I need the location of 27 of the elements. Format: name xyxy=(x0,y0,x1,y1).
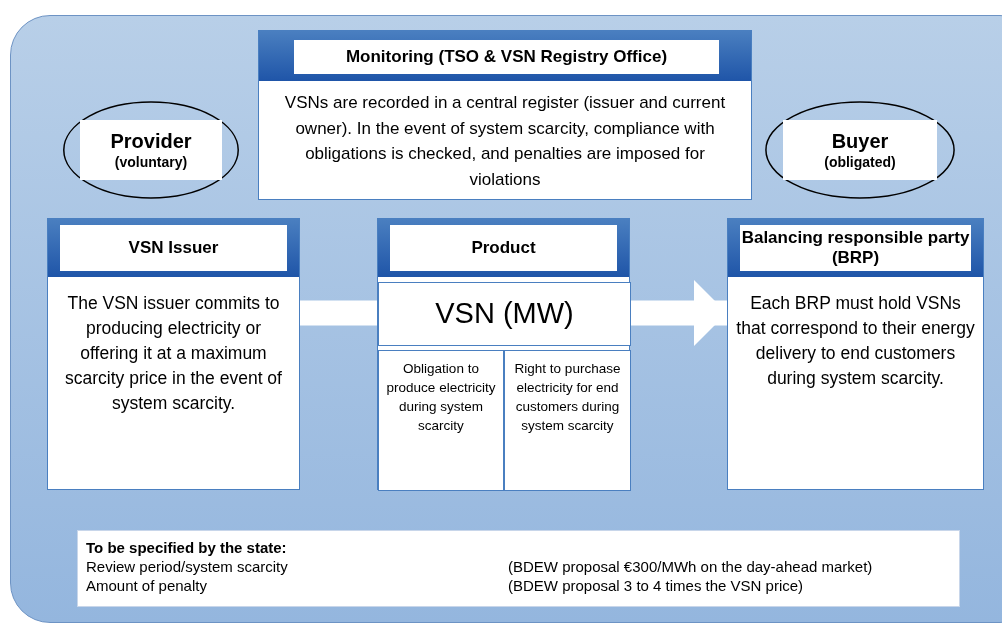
card-body: Each BRP must hold VSNs that correspond to their energy delivery to end customers during system scarcity. xyxy=(736,292,975,390)
role-note: (voluntary) xyxy=(114,153,188,171)
note-text: Amount of penalty xyxy=(86,576,208,595)
note-heading: To be specified by the state: xyxy=(86,538,288,557)
role-title: Provider xyxy=(110,129,192,153)
role-ellipse xyxy=(62,100,240,200)
process-card xyxy=(47,218,300,490)
block-arrow xyxy=(630,280,727,346)
card-title: Balancing responsible party (BRP) xyxy=(740,225,971,271)
process-card xyxy=(377,218,630,490)
card-title: Product xyxy=(390,225,617,271)
product-term-cell: Obligation to produce electricity during system scarcity xyxy=(378,350,504,491)
product-value-box: VSN (MW) xyxy=(378,282,631,346)
card-body: VSNs are recorded in a central register (issuer and current owner). In the event of system scarcity, compliance with obligations is checked, and penalties are imposed for violations xyxy=(283,92,727,191)
note-text: (BDEW proposal 3 to 4 times the VSN price) xyxy=(508,576,805,595)
process-card xyxy=(727,218,984,490)
card-body: The VSN issuer commits to producing electricity or offering it at a maximum scarcity price in the event of system scarcity. xyxy=(64,292,283,415)
card-title: Monitoring (TSO & VSN Registry Office) xyxy=(294,40,719,74)
role-ellipse xyxy=(764,100,956,200)
note-box xyxy=(77,530,960,607)
role-title: Buyer xyxy=(831,129,889,153)
product-term-cell: Right to purchase electricity for end customers during system scarcity xyxy=(504,350,631,491)
note-text: Review period/system scarcity xyxy=(86,557,289,576)
monitoring-card xyxy=(258,30,752,200)
role-note: (obligated) xyxy=(824,153,896,171)
note-text: (BDEW proposal €300/MWh on the day-ahead market) xyxy=(508,557,874,576)
card-title: VSN Issuer xyxy=(60,225,287,271)
